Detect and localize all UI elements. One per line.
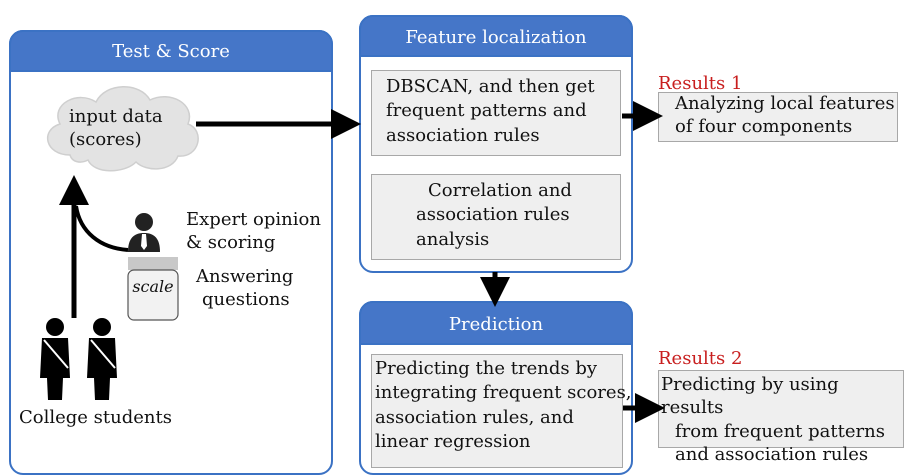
students-icon: [40, 318, 117, 400]
college-students-label: College students: [19, 407, 172, 428]
feature-localization-title: Feature localization: [359, 15, 633, 57]
scale-icon: scale: [127, 257, 179, 321]
expert-line-2: & scoring: [186, 232, 276, 254]
results-2-box: Predicting by using results from frequen…: [658, 370, 904, 465]
test-score-title: Test & Score: [9, 30, 333, 72]
correlation-line-2: association rules: [416, 204, 570, 226]
expert-label: Expert opinion & scoring: [186, 208, 321, 255]
expert-icon: [128, 213, 160, 252]
correlation-box: Correlation and association rules analys…: [371, 174, 621, 260]
prediction-line-2: integrating frequent scores,: [375, 382, 632, 404]
results-2-line-2: from frequent patterns: [675, 420, 885, 442]
dbscan-line-1: DBSCAN, and then get: [386, 76, 595, 97]
prediction-box: Predicting the trends by integrating fre…: [371, 354, 632, 468]
correlation-line-1: Correlation and: [428, 180, 572, 201]
prediction-line-1: Predicting the trends by: [375, 358, 598, 379]
results-1-line-1: Analyzing local features: [675, 93, 895, 114]
prediction-line-4: linear regression: [375, 430, 531, 452]
input-data-line-1: input data: [69, 106, 163, 127]
answering-line-2: questions: [202, 289, 290, 311]
answering-line-1: Answering: [196, 266, 294, 287]
results-1-box: Analyzing local features of four compone…: [658, 92, 898, 142]
results-1-line-2: of four components: [675, 115, 853, 137]
input-data-line-2: (scores): [69, 129, 142, 151]
expert-curve: [74, 205, 129, 252]
answering-label: Answering questions: [196, 265, 293, 312]
results-1-label: Results 1: [658, 73, 743, 94]
input-data-label: input data (scores): [69, 105, 163, 152]
dbscan-line-3: association rules: [386, 124, 540, 146]
dbscan-box: DBSCAN, and then get frequent patterns a…: [371, 70, 621, 156]
results-2-line-1: Predicting by using results: [661, 374, 839, 419]
correlation-line-3: analysis: [416, 228, 490, 250]
expert-line-1: Expert opinion: [186, 209, 321, 230]
scale-label: scale: [132, 277, 173, 296]
results-2-label: Results 2: [658, 348, 743, 369]
cloud-icon: [46, 86, 199, 172]
dbscan-line-2: frequent patterns and: [386, 100, 587, 122]
prediction-title: Prediction: [359, 301, 633, 345]
prediction-line-3: association rules, and: [375, 406, 574, 428]
results-2-line-3: and association rules: [675, 444, 869, 466]
